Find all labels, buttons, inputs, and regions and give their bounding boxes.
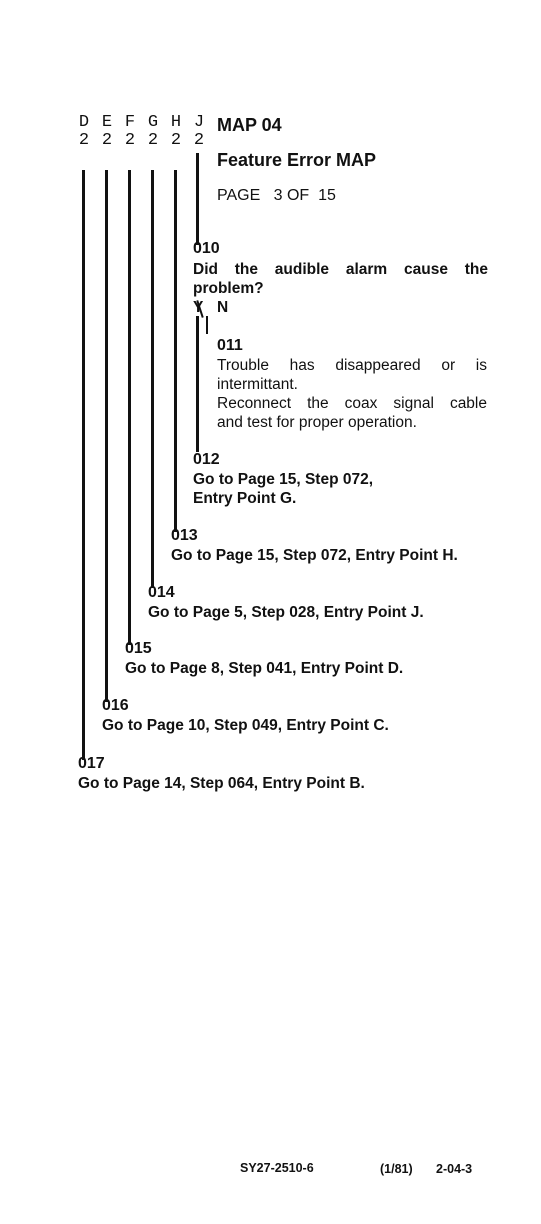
entry-letter: F bbox=[124, 113, 136, 132]
entry-point-d: D 2 bbox=[78, 114, 90, 149]
footer-doc-number: SY27-2510-6 bbox=[240, 1161, 314, 1175]
entry-point-g: G 2 bbox=[147, 114, 159, 149]
page-of: OF bbox=[286, 187, 310, 204]
page-total: 15 bbox=[318, 187, 336, 204]
step-016-text: Go to Page 10, Step 049, Entry Point C. bbox=[102, 717, 389, 734]
step-010-question-line2: problem? bbox=[193, 280, 264, 297]
page-label: PAGE bbox=[217, 187, 261, 204]
flow-line-yes bbox=[196, 316, 199, 452]
step-011-line1: Trouble has disappeared or is bbox=[217, 357, 487, 374]
step-012-line1: Go to Page 15, Step 072, bbox=[193, 471, 374, 488]
entry-point-f: F 2 bbox=[124, 114, 136, 149]
flow-line-e bbox=[105, 170, 108, 702]
entry-point-e: E 2 bbox=[101, 114, 113, 149]
answer-yes: Y bbox=[193, 299, 204, 316]
entry-page: 2 bbox=[78, 131, 90, 150]
entry-letter: D bbox=[78, 113, 90, 132]
step-number-010: 010 bbox=[193, 240, 220, 257]
entry-letter: H bbox=[170, 113, 182, 132]
flow-line-no bbox=[206, 316, 208, 334]
entry-letter: G bbox=[147, 113, 159, 132]
step-number-011: 011 bbox=[217, 337, 243, 354]
page-number: 3 bbox=[273, 187, 283, 204]
entry-point-j: J 2 bbox=[193, 114, 205, 149]
map-title: Feature Error MAP bbox=[217, 150, 377, 170]
step-011-line2: intermittant. bbox=[217, 376, 298, 393]
entry-page: 2 bbox=[124, 131, 136, 150]
map-id: MAP 04 bbox=[217, 115, 282, 135]
flow-line-j bbox=[196, 153, 199, 245]
entry-page: 2 bbox=[170, 131, 182, 150]
entry-point-h: H 2 bbox=[170, 114, 182, 149]
step-number-017: 017 bbox=[78, 755, 105, 772]
flow-line-g bbox=[151, 170, 154, 588]
step-011-line4: and test for proper operation. bbox=[217, 414, 417, 431]
step-number-014: 014 bbox=[148, 584, 175, 601]
flow-line-f bbox=[128, 170, 131, 645]
step-012-line2: Entry Point G. bbox=[193, 490, 297, 507]
step-013-text: Go to Page 15, Step 072, Entry Point H. bbox=[171, 547, 458, 564]
footer-date: (1/81) bbox=[380, 1162, 413, 1176]
entry-page: 2 bbox=[147, 131, 159, 150]
step-015-text: Go to Page 8, Step 041, Entry Point D. bbox=[125, 660, 404, 677]
step-017-text: Go to Page 14, Step 064, Entry Point B. bbox=[78, 775, 365, 792]
step-number-012: 012 bbox=[193, 451, 220, 468]
step-014-text: Go to Page 5, Step 028, Entry Point J. bbox=[148, 604, 424, 621]
step-number-015: 015 bbox=[125, 640, 152, 657]
step-number-013: 013 bbox=[171, 527, 198, 544]
flow-line-h bbox=[174, 170, 177, 532]
page-indicator: PAGE 3 OF 15 bbox=[217, 186, 336, 206]
answer-no: N bbox=[217, 299, 229, 316]
flow-line-d bbox=[82, 170, 85, 760]
step-number-016: 016 bbox=[102, 697, 129, 714]
footer-page-ref: 2-04-3 bbox=[436, 1162, 473, 1176]
entry-letter: J bbox=[193, 113, 205, 132]
step-011-line3: Reconnect the coax signal cable bbox=[217, 395, 487, 412]
step-010-question-line1: Did the audible alarm cause the bbox=[193, 261, 488, 278]
entry-page: 2 bbox=[193, 131, 205, 150]
entry-page: 2 bbox=[101, 131, 113, 150]
entry-letter: E bbox=[101, 113, 113, 132]
